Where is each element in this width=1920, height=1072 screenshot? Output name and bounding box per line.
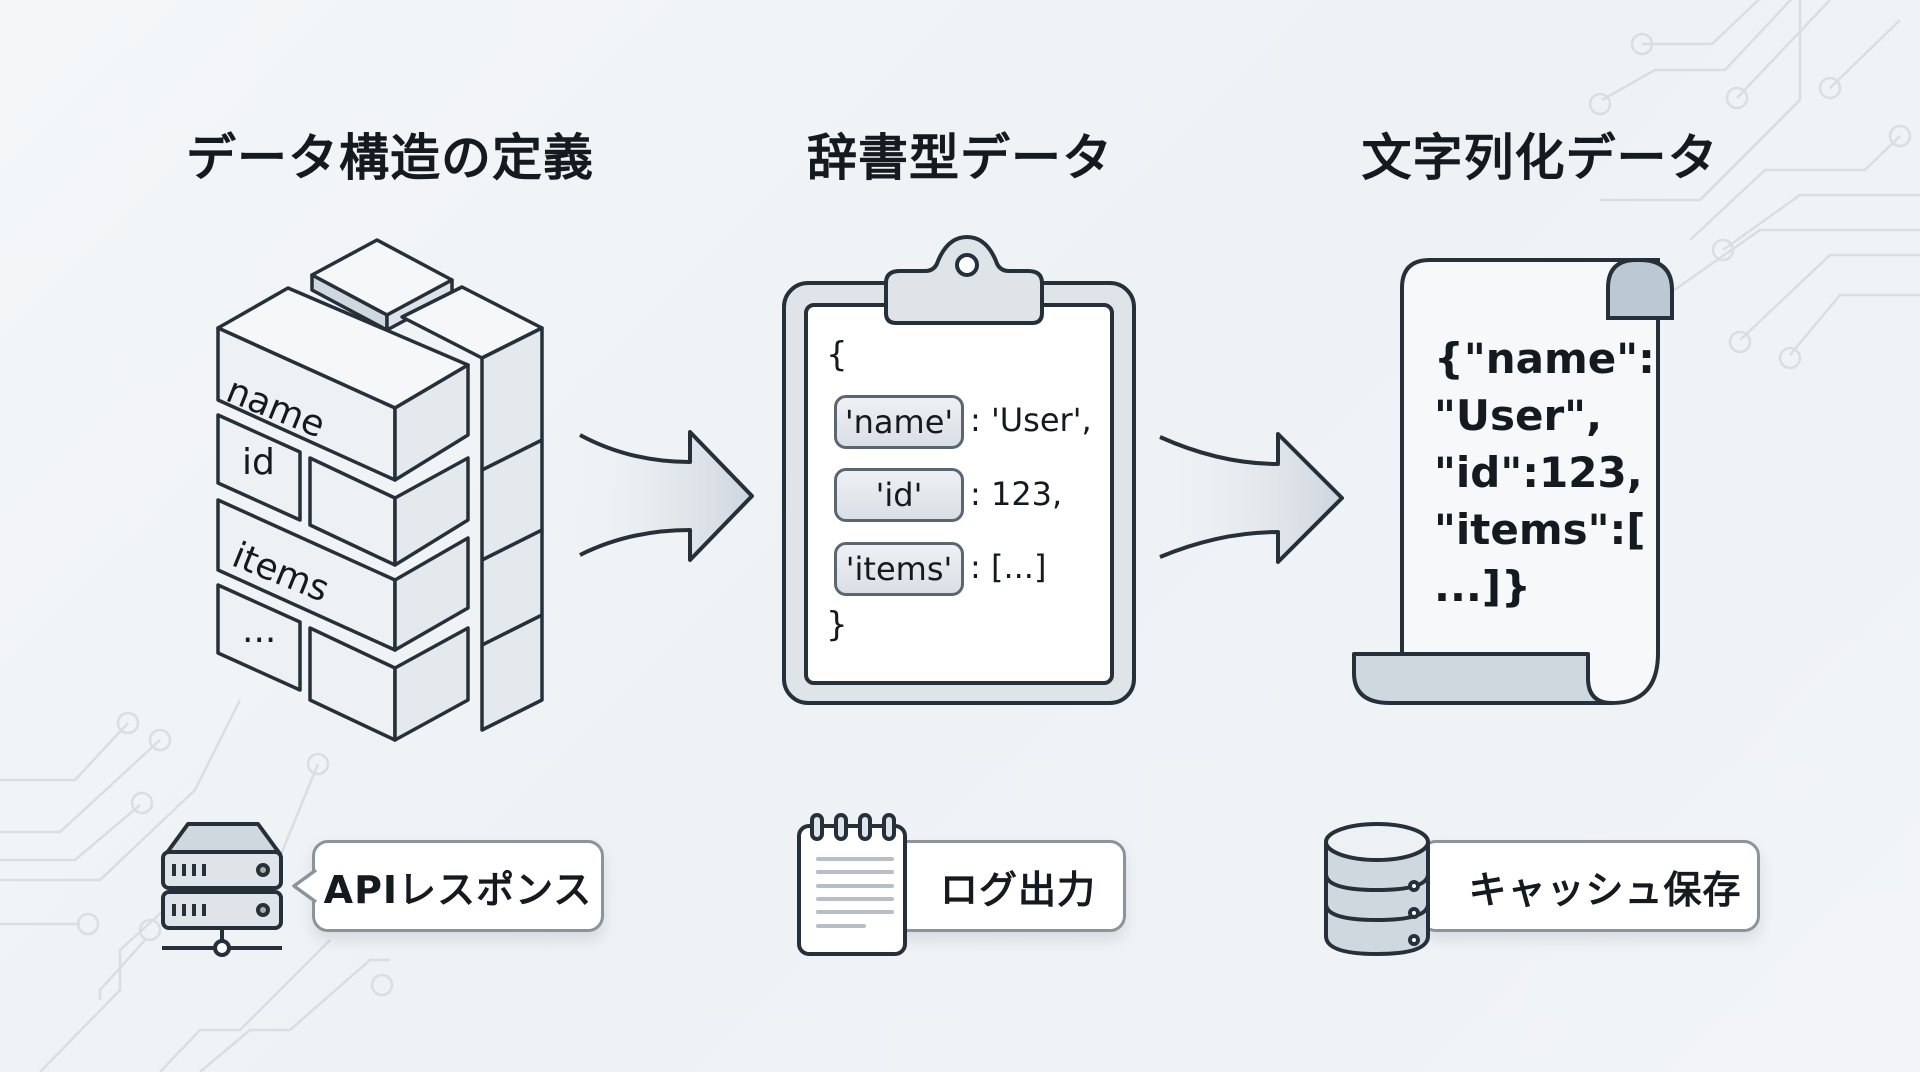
scroll-illustration [1350,258,1710,713]
block-label-id: id [242,442,275,483]
dict-key-items: 'items' [834,542,964,596]
dict-close-brace: } [826,605,848,645]
serialized-line: "items":[ [1434,505,1646,554]
use-case-api-response: APIレスポンス [312,840,604,932]
dict-key-name: 'name' [834,395,964,449]
serialized-line: {"name": [1434,334,1655,383]
block-label-ellipsis: ... [242,610,277,651]
clipboard-illustration: { 'name' : 'User', 'id' : 123, 'items' :… [780,234,1140,710]
database-icon [1322,820,1432,962]
serialized-line: "User", [1434,391,1603,440]
speech-pointer [292,868,318,908]
dict-value-items: : [...] [970,548,1047,586]
block-ellipsis [216,583,470,742]
block-name [216,286,470,482]
dict-open-brace: { [826,335,848,375]
clipboard-clip [884,234,1044,325]
server-icon [160,820,286,964]
block-stack-illustration: name id items ... [200,230,560,750]
block-right-column [400,285,544,732]
serialized-line: "id":123, [1434,448,1643,497]
title-dictionary-data: 辞書型データ [807,129,1113,187]
dict-value-id: : 123, [970,475,1063,513]
use-case-cache-storage: キャッシュ保存 [1420,840,1760,932]
title-data-structure: データ構造の定義 [186,129,594,187]
dict-value-name: : 'User', [970,401,1092,439]
use-case-log-output: ログ出力 [880,840,1126,932]
serialized-text: {"name": "User", "id":123, "items":[...]} [1434,330,1655,615]
title-serialized-data: 文字列化データ [1361,129,1719,187]
dict-key-id: 'id' [834,468,964,522]
block-id [216,413,470,567]
arrow-right-icon [560,420,760,562]
notepad-icon [796,812,908,962]
block-items [216,498,470,652]
serialized-line: ...]} [1434,562,1531,611]
arrow-right-icon [1150,422,1350,564]
